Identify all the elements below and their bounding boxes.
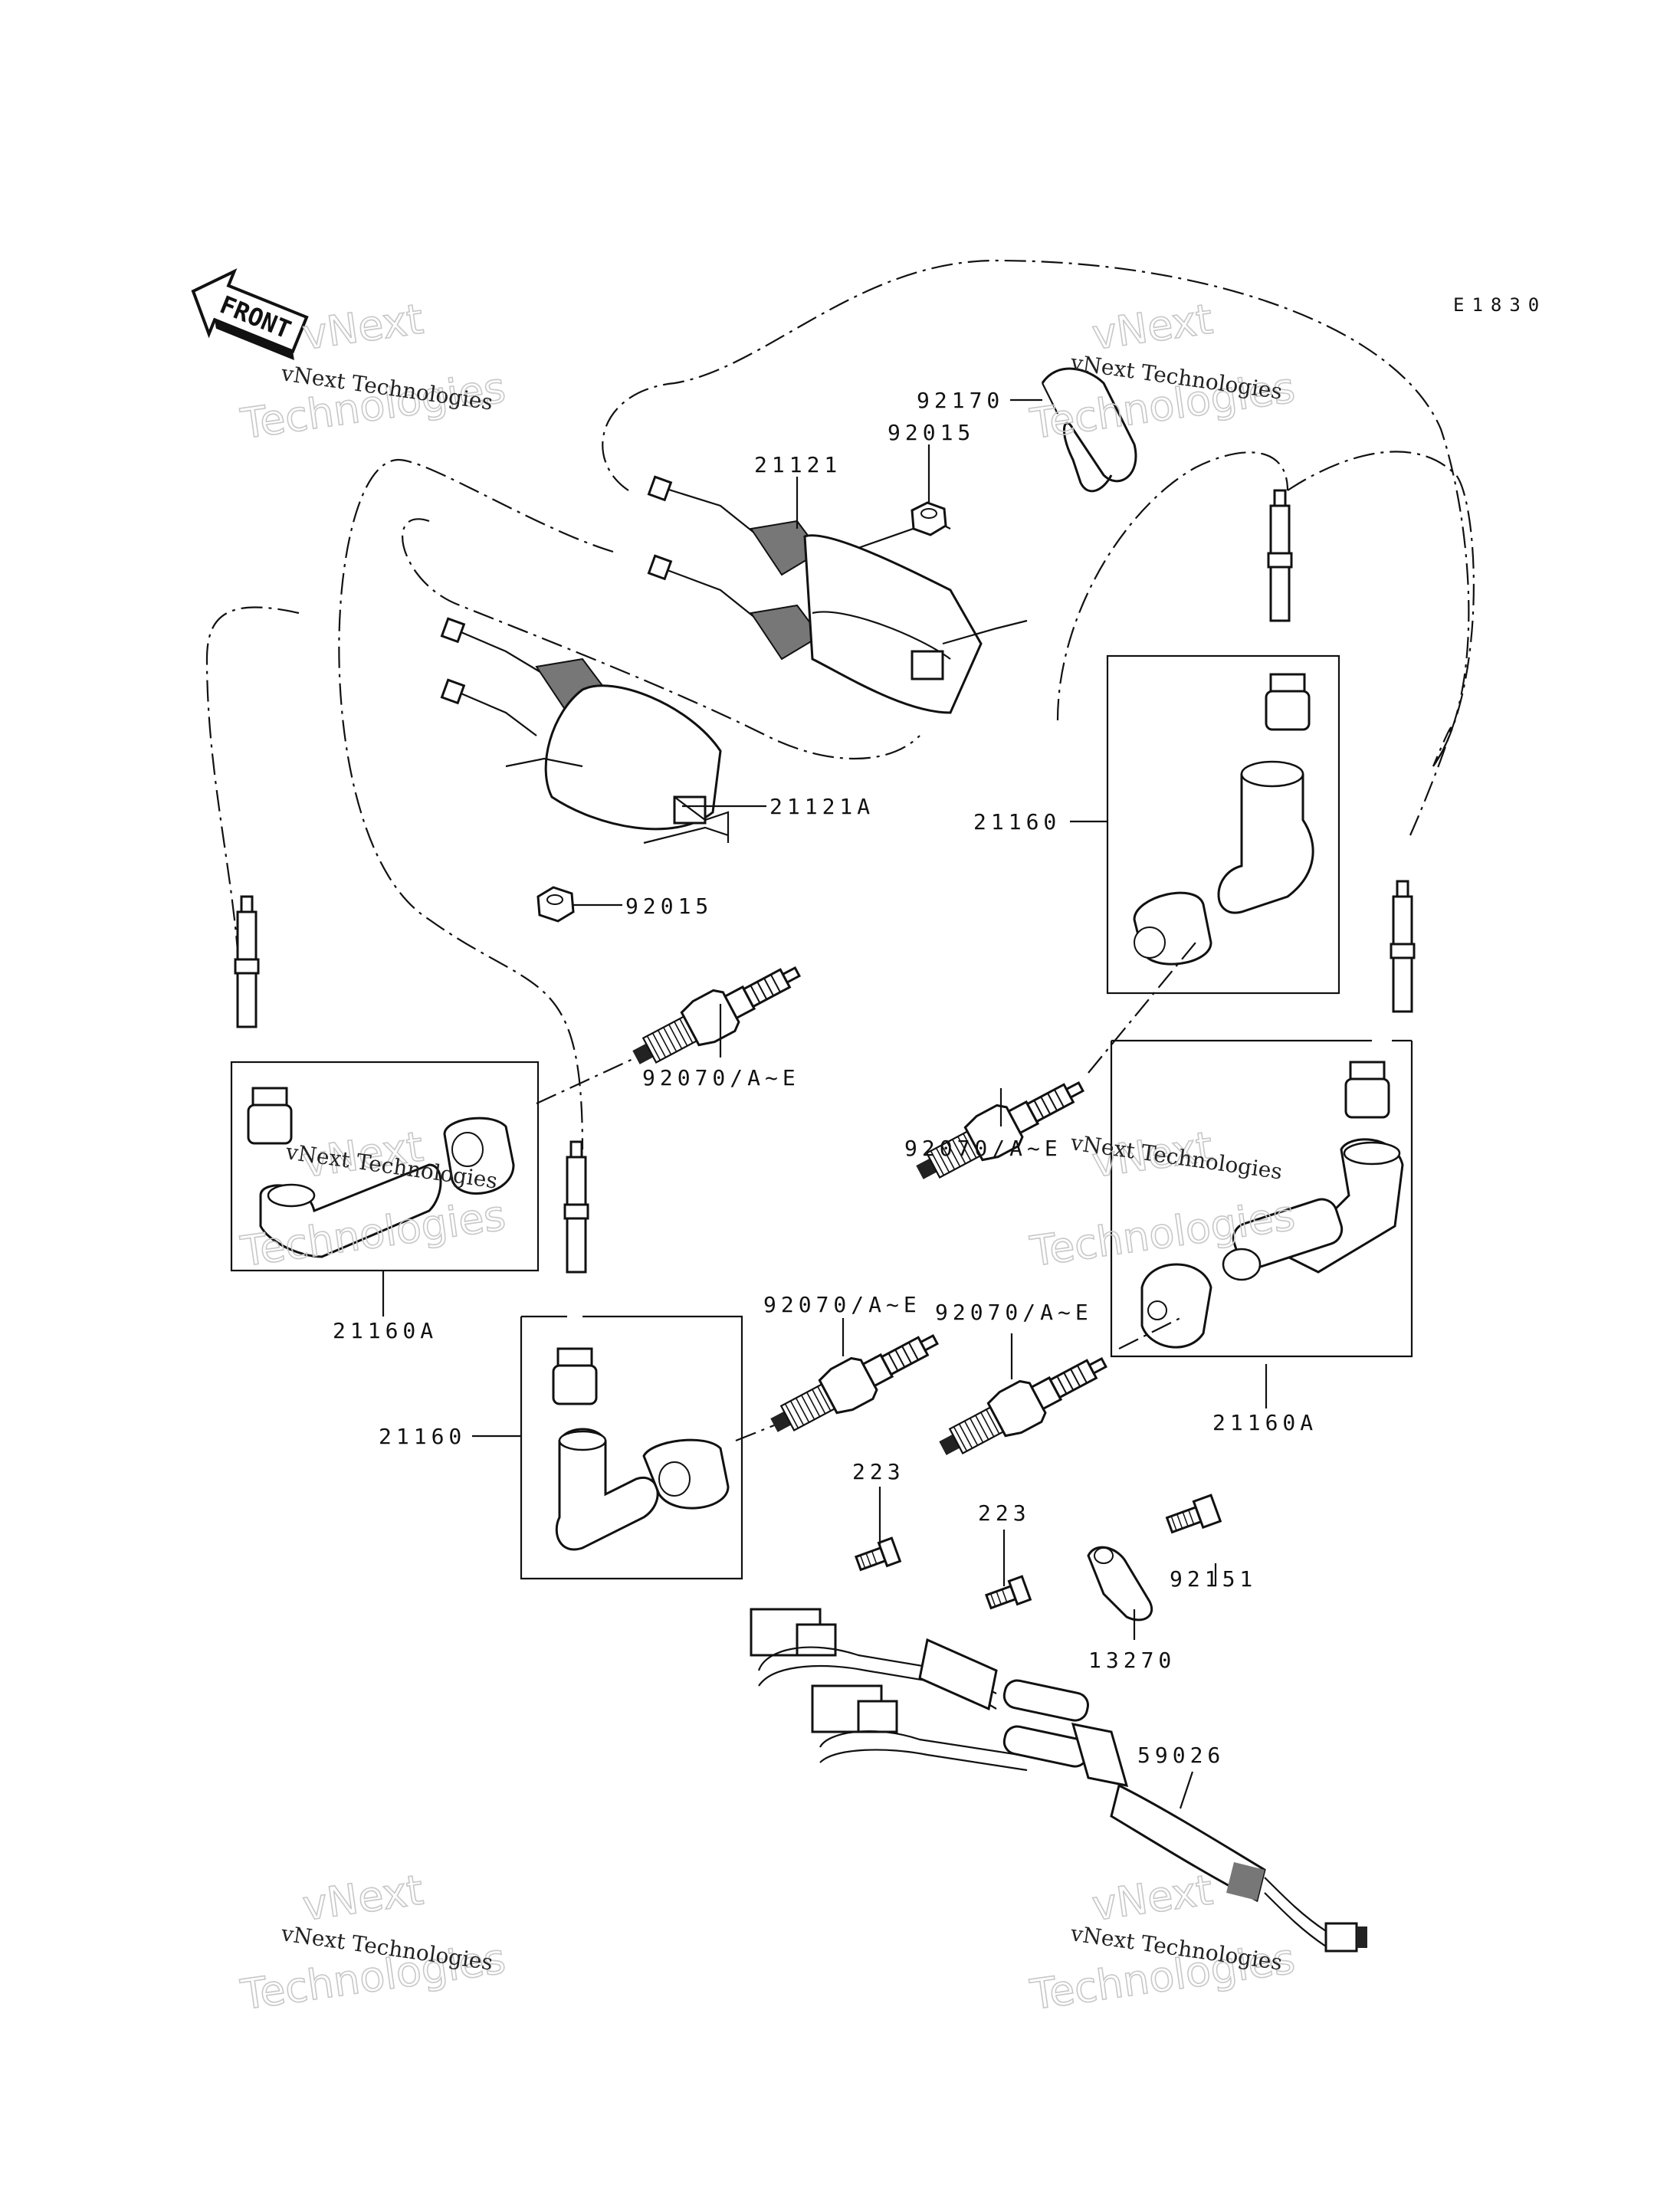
label-21160A-left: 21160A — [333, 1318, 438, 1343]
label-21121: 21121 — [754, 452, 842, 477]
ignition-coil-lower — [440, 617, 730, 844]
spark-plug-right-top — [907, 1065, 1093, 1194]
label-92070-right-top: 92070/A~E — [904, 1136, 1062, 1161]
svg-text:vNext: vNext — [1089, 295, 1216, 359]
nut-92015-top — [911, 501, 947, 536]
plug-cap-assembly-21160-center — [520, 1140, 743, 1580]
spark-plug-left-top — [624, 950, 809, 1079]
bolt-92151 — [1165, 1494, 1222, 1534]
plug-cap-assembly-21160A-left — [230, 895, 540, 1272]
nut-92015-bottom — [536, 886, 575, 923]
plug-cap-assembly-21160A-right — [1110, 880, 1416, 1358]
plug-cap-assembly-21160-right — [1106, 489, 1340, 995]
cable-routing-lines — [205, 259, 1475, 1150]
ref-code: E1830 — [1453, 294, 1547, 316]
guide-line — [1088, 942, 1196, 1074]
guide-line — [536, 1057, 637, 1104]
ignition-coil-upper — [647, 475, 1028, 714]
bolt-223-a — [854, 1536, 902, 1572]
label-21121A: 21121A — [769, 794, 874, 819]
label-21160-right: 21160 — [973, 809, 1061, 835]
clamp-92170 — [1041, 367, 1137, 493]
svg-text:vNext: vNext — [1089, 1866, 1216, 1930]
label-92070-center: 92070/A~E — [763, 1292, 921, 1317]
label-92070-right-mid: 92070/A~E — [935, 1300, 1093, 1325]
label-92070-left-top: 92070/A~E — [642, 1065, 800, 1090]
clamp-13270 — [1087, 1546, 1153, 1622]
bolt-223-b — [984, 1575, 1032, 1610]
label-92170: 92170 — [917, 388, 1004, 413]
leader-lines — [382, 398, 1268, 1809]
label-92015-bottom: 92015 — [625, 894, 713, 919]
watermark-bottom-left: vNext Technologies vNext Technologies — [237, 1865, 509, 2020]
guide-line — [1118, 1317, 1181, 1349]
label-21160-left: 21160 — [379, 1424, 466, 1449]
label-223-b: 223 — [978, 1500, 1031, 1526]
svg-text:vNext: vNext — [300, 295, 426, 359]
label-13270: 13270 — [1088, 1648, 1176, 1673]
label-92151: 92151 — [1170, 1566, 1257, 1592]
svg-text:vNext: vNext — [300, 1866, 426, 1930]
label-21160A-right: 21160A — [1212, 1410, 1317, 1435]
front-arrow-icon: FRONT — [191, 268, 309, 360]
wire-harness-59026 — [750, 1608, 1367, 1953]
spark-plug-center — [762, 1318, 947, 1447]
label-59026: 59026 — [1137, 1743, 1225, 1768]
label-223-a: 223 — [852, 1459, 905, 1484]
spark-plug-right-mid — [930, 1341, 1116, 1470]
part-labels: 92170 92015 21121 21121A 92015 21160 920… — [333, 388, 1317, 1768]
guide-line — [735, 1424, 775, 1442]
label-92015-top: 92015 — [888, 420, 975, 445]
